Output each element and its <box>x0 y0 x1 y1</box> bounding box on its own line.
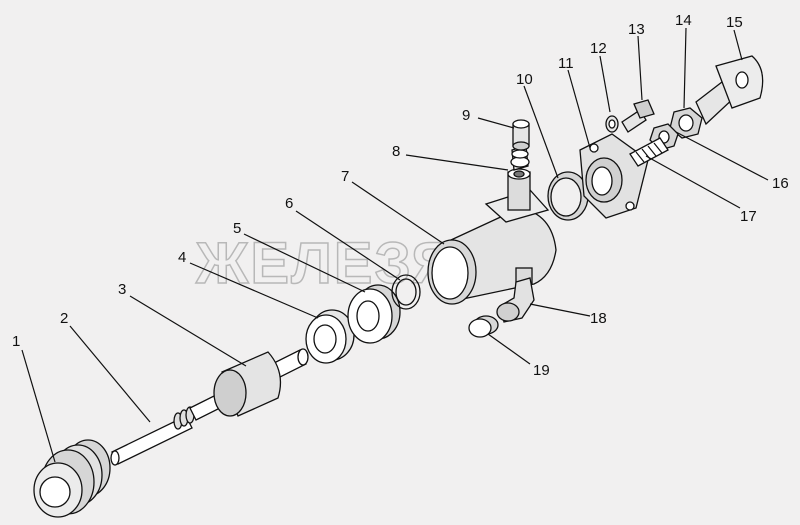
part-5-seal <box>347 284 401 344</box>
callout-9: 9 <box>462 107 470 124</box>
part-3-piston <box>213 348 309 417</box>
callout-8: 8 <box>392 143 400 160</box>
leader-7 <box>351 181 445 245</box>
part-4-cup <box>305 309 355 364</box>
part-9-cap <box>512 119 530 151</box>
part-17-threaded-rod <box>629 137 669 167</box>
leader-9 <box>477 117 515 129</box>
callout-1: 1 <box>12 333 20 350</box>
part-12-washer <box>605 115 619 133</box>
leader-12 <box>599 55 611 113</box>
callout-17: 17 <box>740 208 757 225</box>
leader-4 <box>189 262 319 319</box>
callout-11: 11 <box>558 55 574 72</box>
part-13-bolt <box>621 99 655 133</box>
callout-12: 12 <box>590 40 607 57</box>
leader-6 <box>295 210 401 281</box>
leader-17 <box>645 155 741 209</box>
leader-14 <box>683 27 687 109</box>
callout-14: 14 <box>675 12 692 29</box>
leader-3 <box>129 295 247 367</box>
leader-13 <box>637 35 643 101</box>
part-1-boot <box>33 439 111 518</box>
part-8-bleeder-valve <box>510 145 530 171</box>
leader-lines <box>21 27 769 463</box>
callout-19: 19 <box>533 362 550 379</box>
callout-labels: 1 2 3 4 5 6 7 8 9 10 11 12 13 14 15 16 1… <box>12 12 789 379</box>
callout-7: 7 <box>341 168 349 185</box>
leader-16 <box>675 131 769 181</box>
callout-2: 2 <box>60 310 68 327</box>
callout-3: 3 <box>118 281 126 298</box>
callout-4: 4 <box>178 249 186 266</box>
leader-10 <box>523 85 559 179</box>
leader-11 <box>567 69 591 149</box>
leader-18 <box>529 303 591 317</box>
part-18-elbow-fitting <box>496 277 535 323</box>
part-7-cylinder-body <box>427 168 557 305</box>
part-19-plug <box>468 315 499 338</box>
part-6-ring <box>391 274 421 310</box>
callout-13: 13 <box>628 21 645 38</box>
part-14-nut <box>669 107 703 139</box>
callout-16: 16 <box>772 175 789 192</box>
part-2-push-rod <box>110 393 225 466</box>
leader-19 <box>487 333 531 365</box>
leader-2 <box>69 325 151 423</box>
callout-6: 6 <box>285 195 293 212</box>
leader-8 <box>405 154 509 171</box>
callout-10: 10 <box>516 71 533 88</box>
callout-15: 15 <box>726 14 743 31</box>
leader-15 <box>733 29 743 61</box>
leader-1 <box>21 349 56 463</box>
callout-18: 18 <box>590 310 607 327</box>
leader-5 <box>243 233 366 293</box>
part-15-clevis <box>695 55 764 126</box>
callout-5: 5 <box>233 220 241 237</box>
